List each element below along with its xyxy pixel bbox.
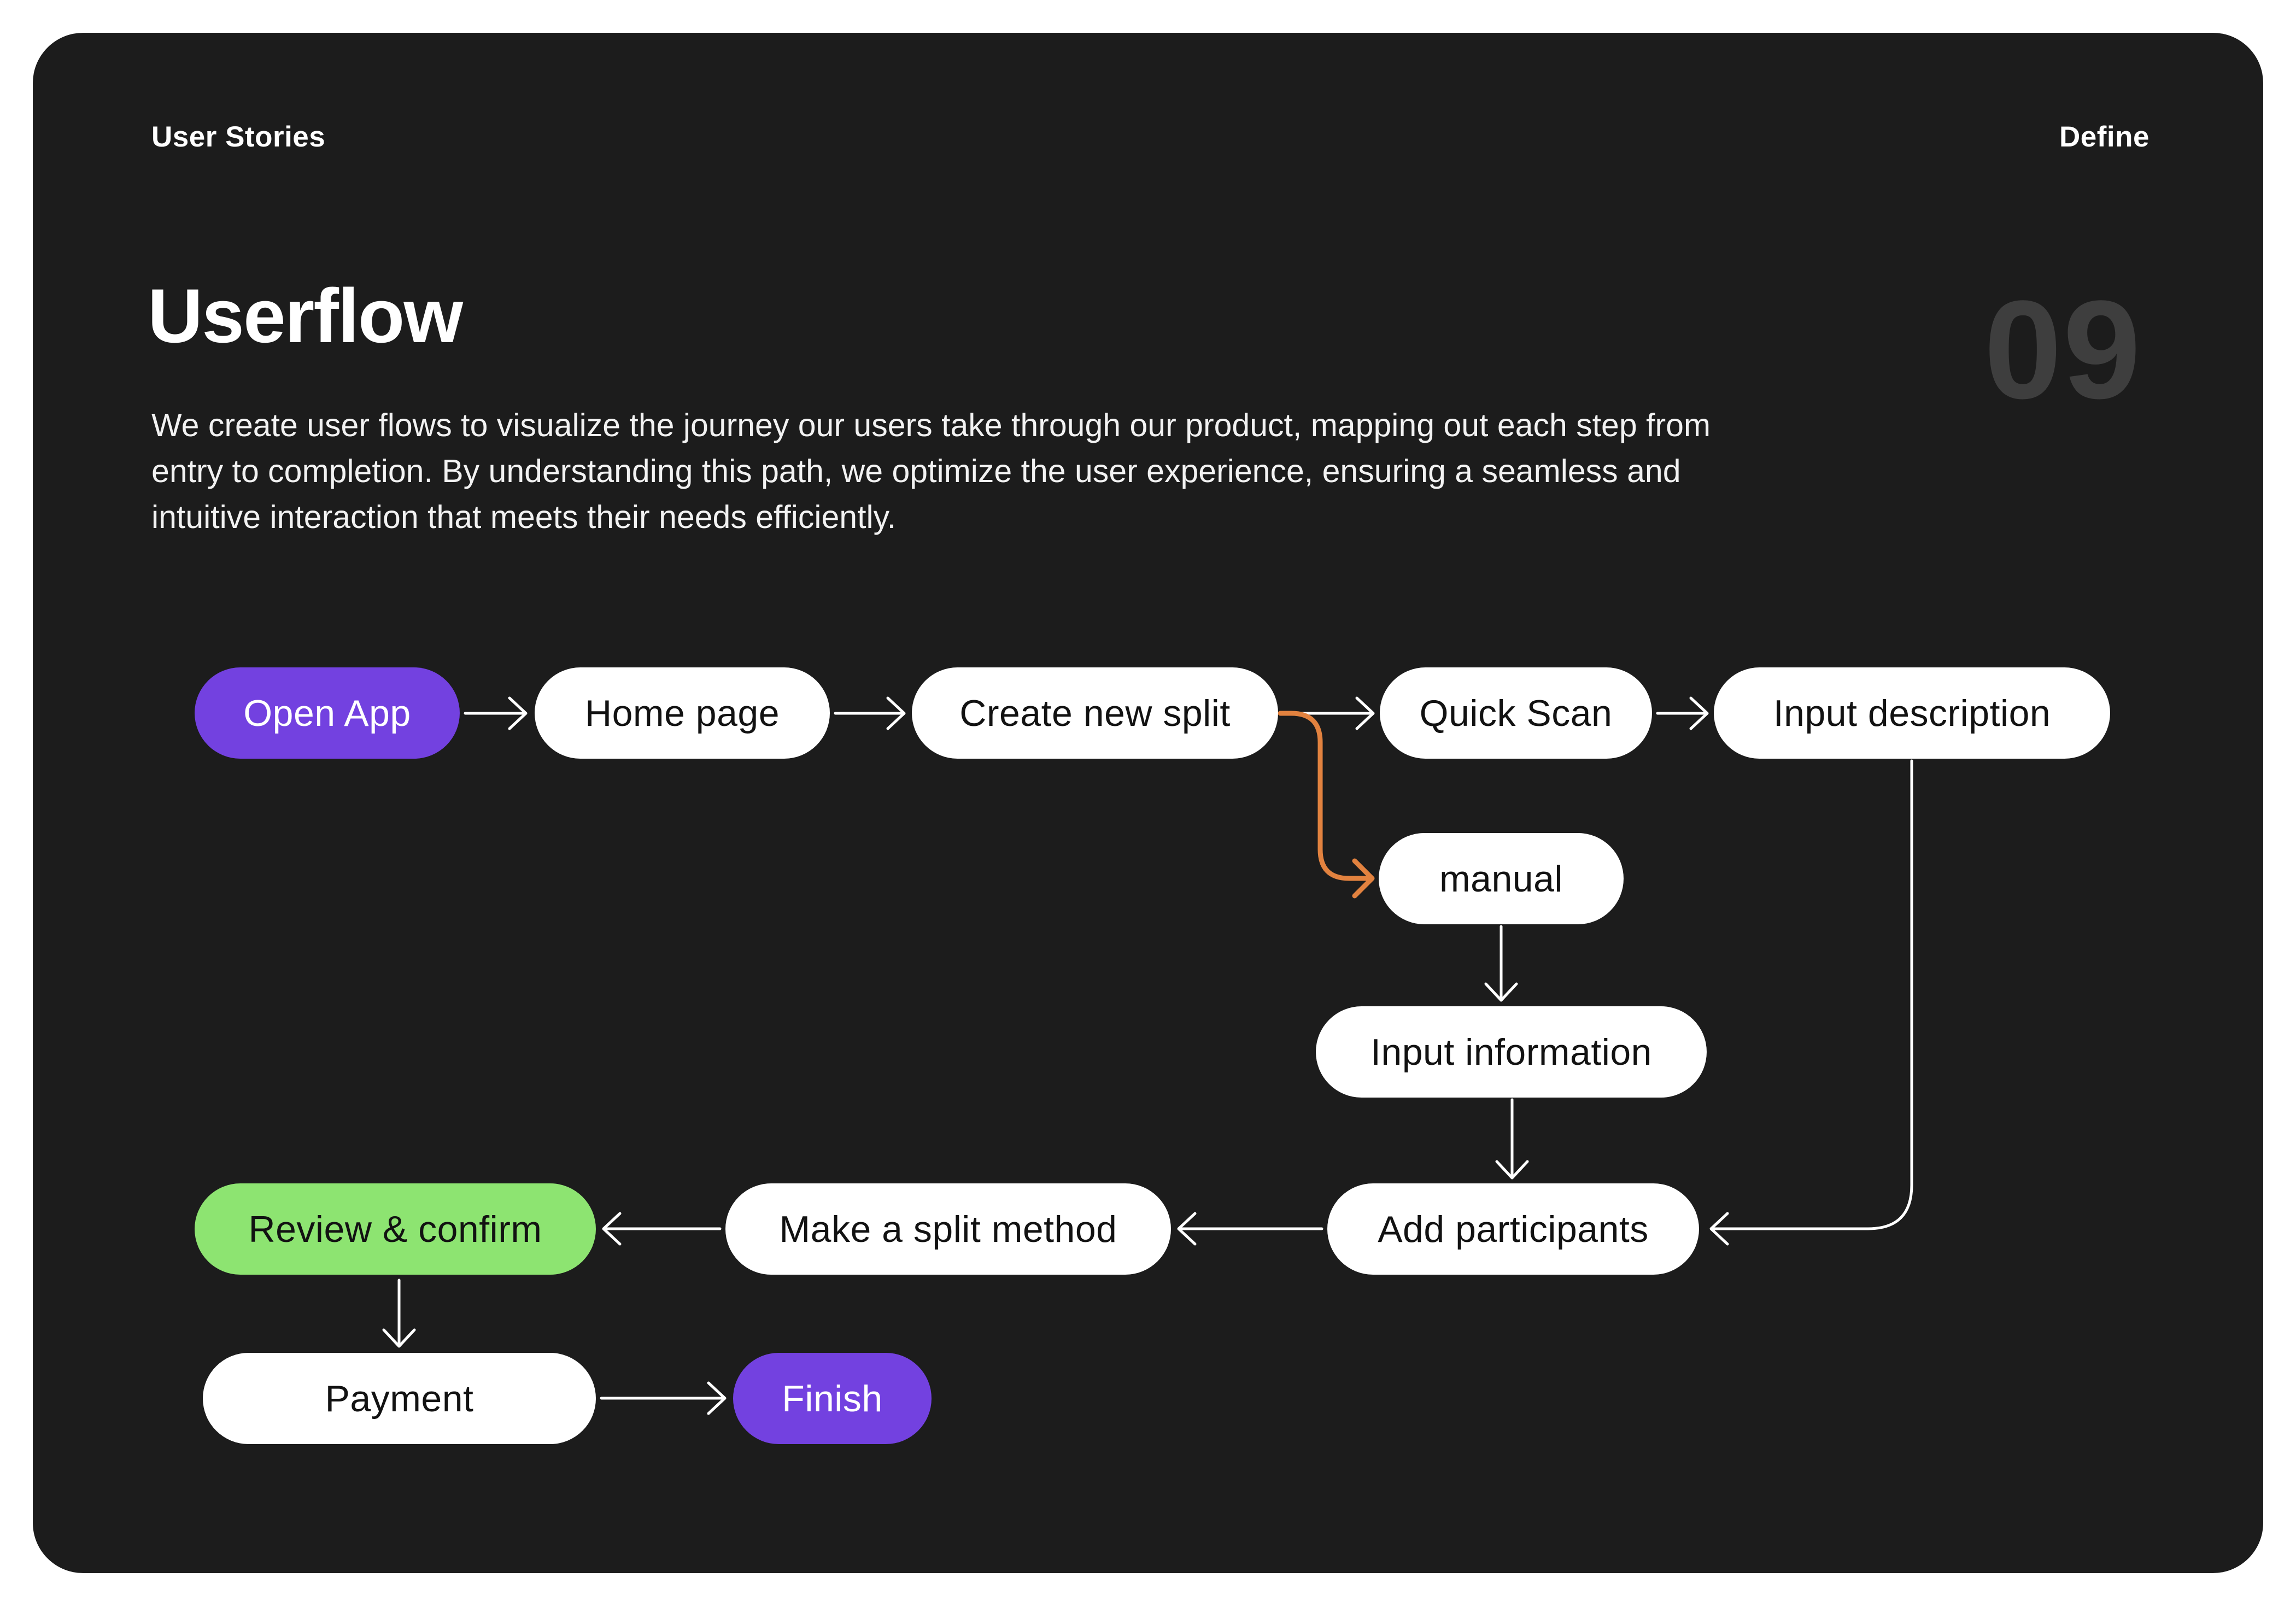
flow-node-payment[interactable]: Payment — [203, 1353, 596, 1444]
flow-node-make-a-split-method[interactable]: Make a split method — [725, 1183, 1171, 1275]
section-label: Define — [2059, 121, 2149, 153]
page-title: Userflow — [148, 273, 463, 359]
description-text: We create user flows to visualize the jo… — [151, 407, 1711, 535]
slide-panel: User Stories Define Userflow 09 We creat… — [33, 33, 2263, 1573]
flow-node-open-app[interactable]: Open App — [195, 667, 460, 759]
flow-node-home-page[interactable]: Home page — [535, 667, 830, 759]
flow-node-create-new-split[interactable]: Create new split — [912, 667, 1278, 759]
flow-node-review-confirm[interactable]: Review & confirm — [195, 1183, 596, 1275]
flow-node-input-description[interactable]: Input description — [1714, 667, 2110, 759]
flow-node-manual[interactable]: manual — [1379, 833, 1624, 924]
page-number: 09 — [1984, 272, 2142, 428]
flow-node-finish[interactable]: Finish — [733, 1353, 932, 1444]
breadcrumb: User Stories — [151, 121, 326, 153]
flow-node-quick-scan[interactable]: Quick Scan — [1380, 667, 1652, 759]
flow-node-input-information[interactable]: Input information — [1316, 1006, 1707, 1098]
flow-node-add-participants[interactable]: Add participants — [1327, 1183, 1699, 1275]
